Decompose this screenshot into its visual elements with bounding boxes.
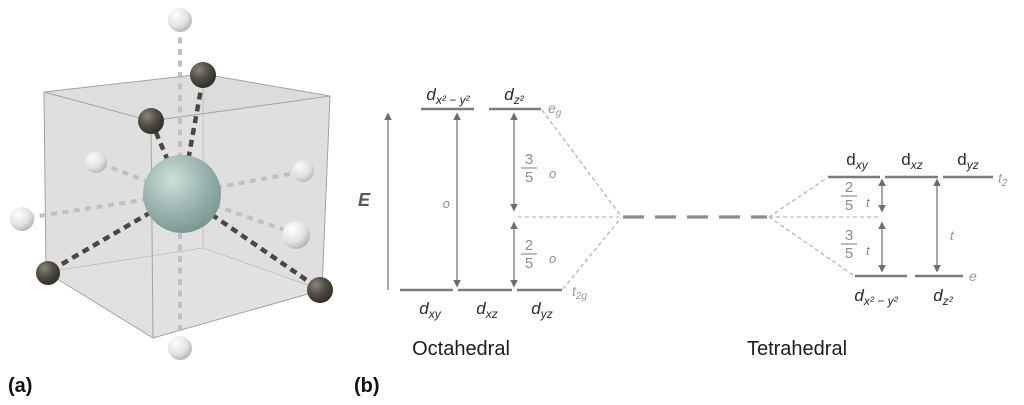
octahedral-ligand-sphere-back-right	[292, 160, 314, 182]
oct-lower-gap-splitting-label: o	[549, 251, 556, 266]
panel-a-label: (a)	[8, 375, 32, 397]
tet-lower-gap-splitting-label: t	[866, 243, 871, 258]
oct-lower-gap-denominator: 5	[525, 255, 533, 272]
orbital-label-oct-dx2y2: dx² − y²	[426, 85, 470, 107]
octahedral-ligand-sphere-left	[10, 207, 34, 231]
octahedral-diagram: dx² − y² dz² eg dxy dxz dyz t2g o 3 5 o …	[400, 85, 622, 360]
octahedral-caption: Octahedral	[412, 338, 510, 360]
oct-upper-gap-splitting-label: o	[549, 166, 556, 181]
tetrahedral-bond-top-back	[179, 77, 206, 195]
orbital-label-tet-dxy: dxy	[846, 150, 868, 172]
tet-upper-gap-splitting-label: t	[866, 195, 871, 210]
tetrahedral-ligand-sphere-top-back	[190, 62, 216, 88]
cube-bottom-face	[46, 248, 322, 338]
octahedral-ligand-sphere-back-left	[85, 151, 107, 173]
orbital-label-tet-dx2y2: dx² − y²	[854, 286, 898, 308]
tet-lower-gap-denominator: 5	[845, 245, 853, 262]
tetrahedral-ligand-sphere-top-front	[138, 108, 164, 134]
tet-lower-connector-dashed	[768, 216, 854, 276]
panel-b-diagram: E dx² − y² dz² eg dxy dxz dyz t2g o 3	[8, 85, 1008, 397]
oct-lower-gap-numerator: 2	[525, 237, 533, 254]
tet-upper-gap-denominator: 5	[845, 197, 853, 214]
orbital-label-oct-dxz: dxz	[476, 299, 497, 321]
cube-top-face	[44, 74, 330, 121]
term-label-t2: t2	[998, 170, 1008, 189]
orbital-label-oct-dxy: dxy	[419, 299, 441, 321]
oct-upper-gap-numerator: 3	[525, 151, 533, 168]
tetrahedral-ligand-sphere-bottom-right	[307, 277, 333, 303]
tet-total-splitting-label: t	[950, 228, 955, 243]
term-label-e: e	[969, 268, 977, 284]
orbital-label-tet-dxz: dxz	[901, 150, 922, 172]
oct-upper-gap-denominator: 5	[525, 169, 533, 186]
octahedral-bond-right-front	[181, 192, 294, 235]
tetrahedral-diagram: dxy dxz dyz t2 e dx² − y² dz² t 2 5 t 3 …	[747, 150, 1008, 360]
panel-b-label: (b)	[354, 375, 380, 397]
term-label-t2g: t2g	[572, 283, 587, 302]
oct-total-splitting-label: o	[443, 196, 450, 211]
octahedral-ligand-sphere-top	[168, 8, 192, 32]
tet-upper-connector-dashed	[768, 177, 828, 218]
tetrahedral-caption: Tetrahedral	[747, 338, 847, 360]
tetrahedral-ligand-sphere-bottom-left	[36, 261, 60, 285]
octahedral-bond-back-right	[181, 170, 301, 196]
orbital-label-oct-dz2: dz²	[504, 85, 524, 107]
oct-upper-connector-dashed	[541, 109, 622, 217]
term-label-eg: eg	[548, 100, 562, 119]
energy-axis-label: E	[358, 190, 371, 210]
orbital-label-oct-dyz: dyz	[531, 299, 552, 321]
orbital-label-tet-dz2: dz²	[933, 286, 953, 308]
cube-front-left-face	[44, 92, 153, 338]
oct-lower-connector-dashed	[562, 217, 622, 290]
octahedral-ligand-sphere-right-front	[282, 221, 310, 249]
tet-lower-gap-numerator: 3	[845, 227, 853, 244]
octahedral-ligand-sphere-bottom	[168, 336, 192, 360]
panel-a-illustration	[10, 8, 333, 360]
tet-upper-gap-numerator: 2	[845, 179, 853, 196]
cube-front-right-face	[151, 96, 330, 338]
metal-atom-sphere	[143, 155, 221, 233]
orbital-label-tet-dyz: dyz	[957, 150, 978, 172]
